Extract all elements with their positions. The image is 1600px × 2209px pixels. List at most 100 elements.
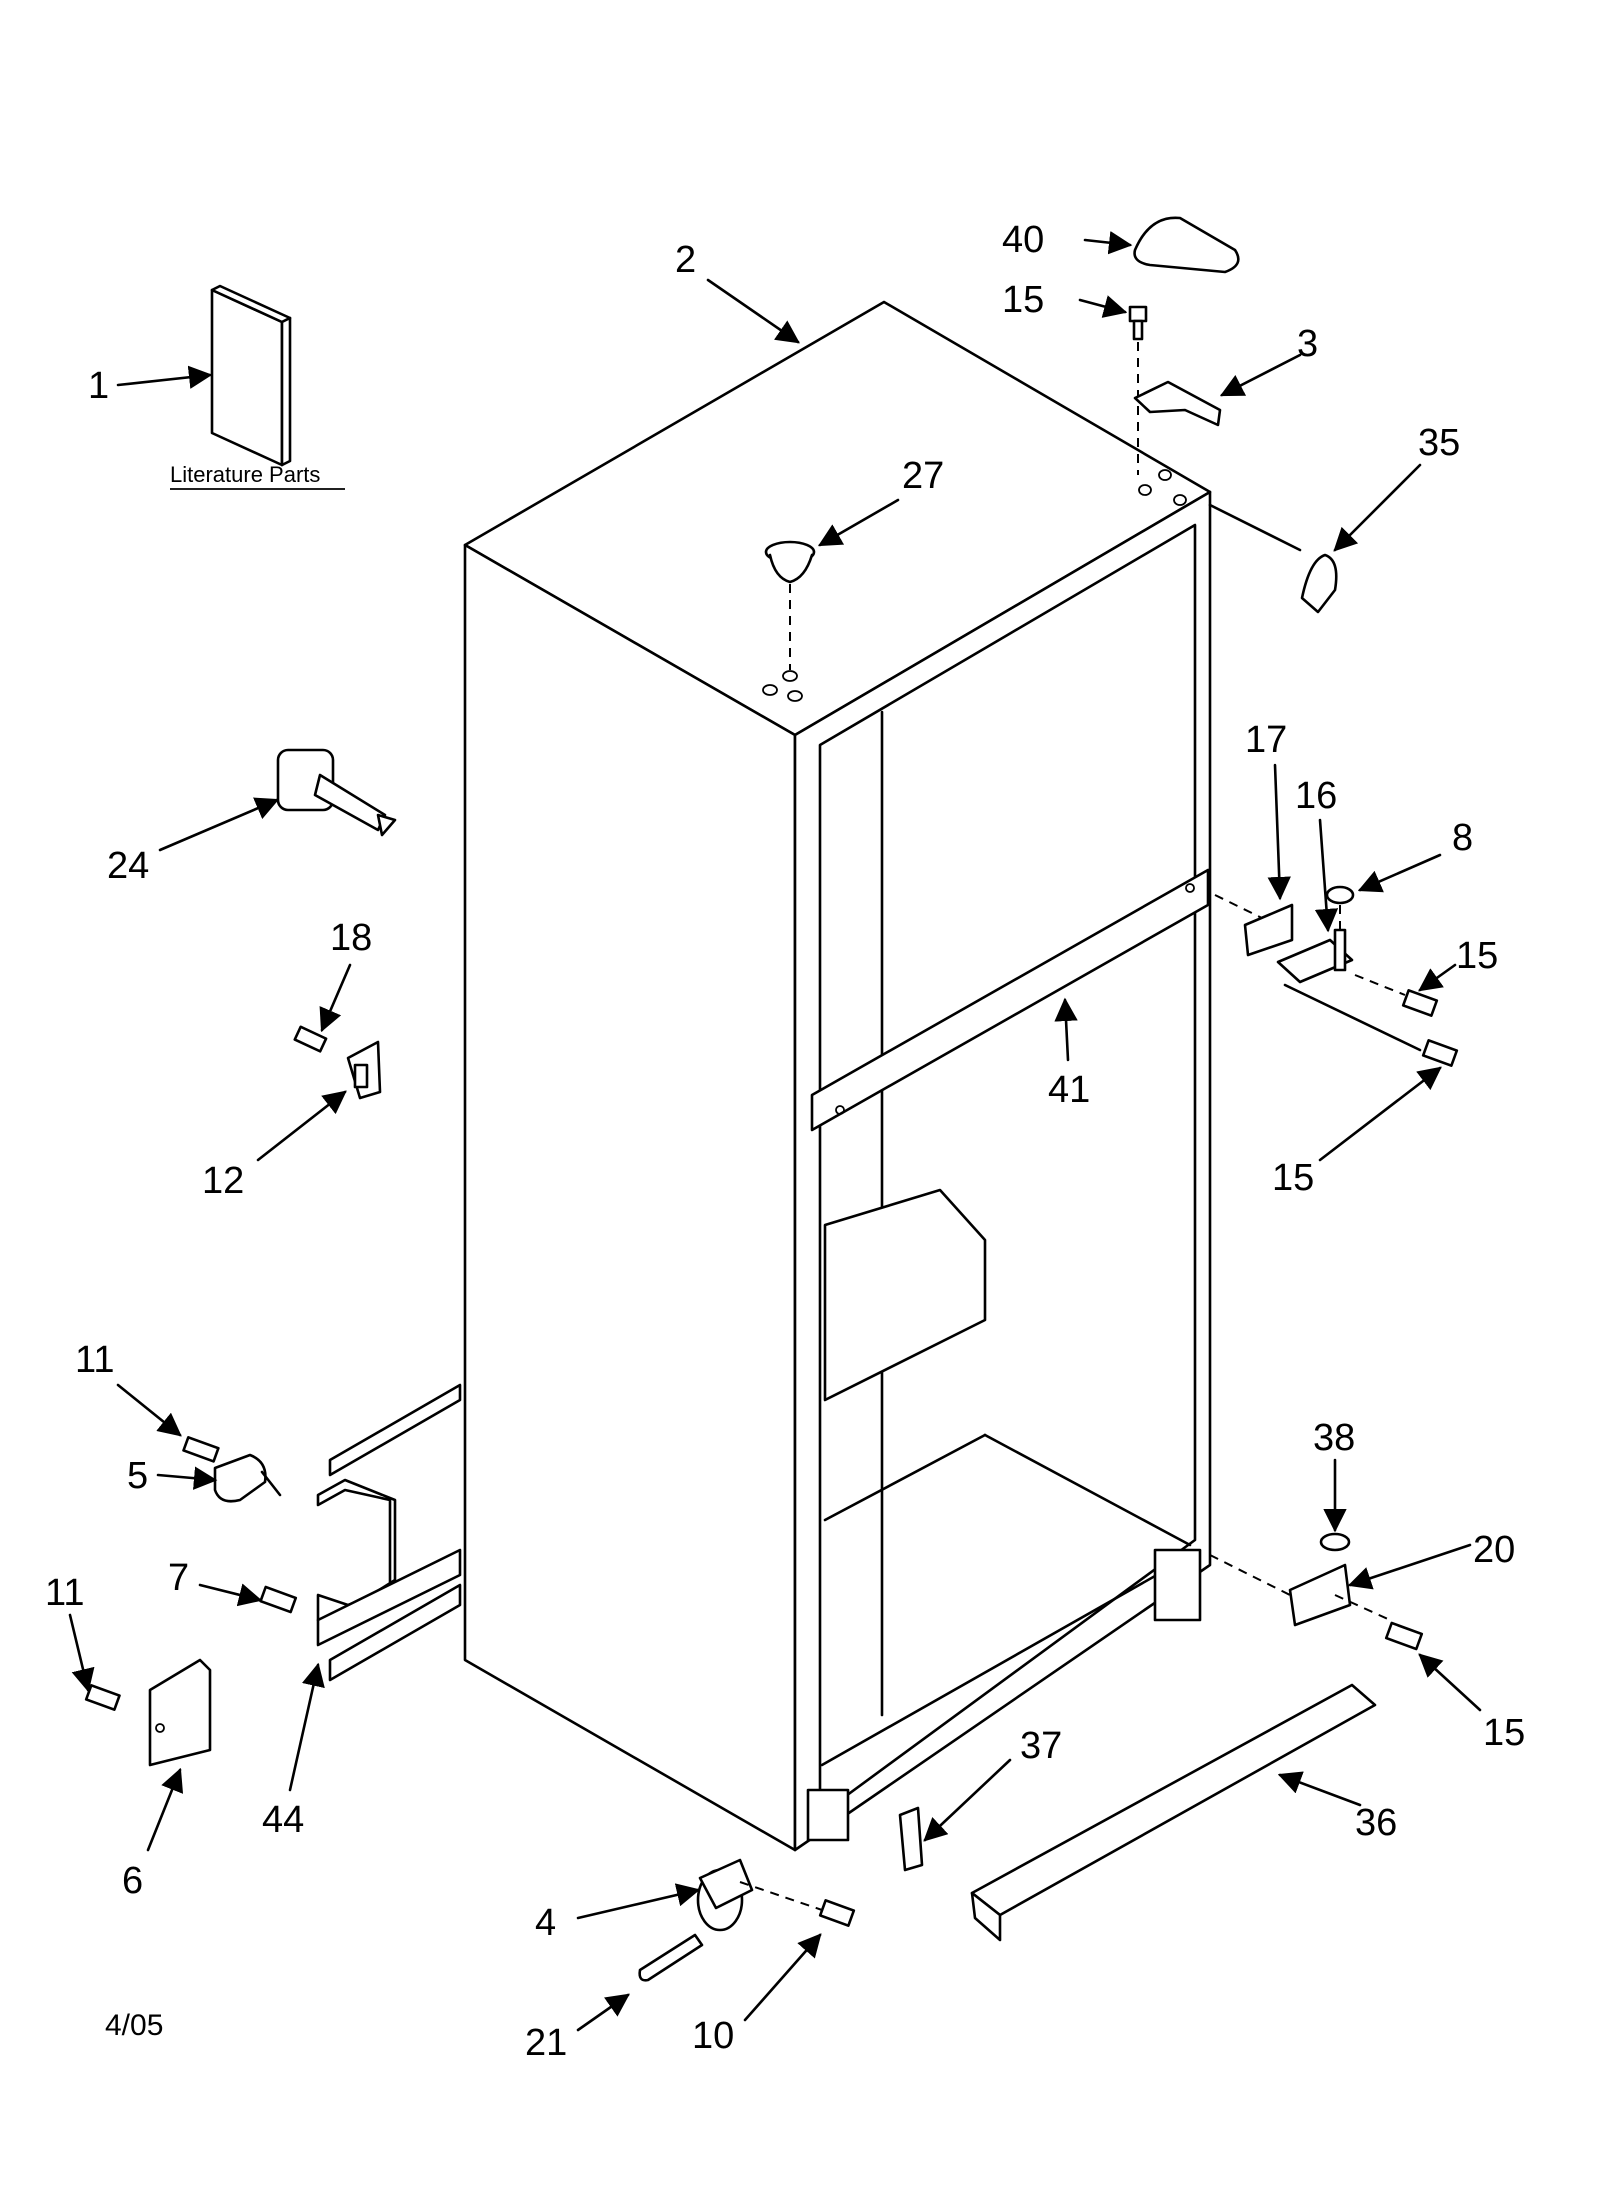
screw-guide-15c — [1283, 983, 1422, 1052]
callout-24: 24 — [107, 845, 149, 887]
callout-21: 21 — [525, 2022, 567, 2064]
callout-arrow-15a — [1078, 295, 1128, 318]
top-hole — [787, 690, 803, 702]
toe-grille-part — [970, 1683, 1377, 1942]
screw-path-15b — [1354, 974, 1406, 996]
callout-arrow-11a — [116, 1383, 182, 1437]
screw-part-15d — [1384, 1621, 1424, 1651]
callout-35: 35 — [1418, 422, 1460, 464]
hinge-bracket-17 — [1243, 903, 1294, 957]
door-stop-bracket-part — [346, 1040, 382, 1100]
callout-arrow-35 — [1333, 463, 1422, 552]
callout-15c: 15 — [1272, 1157, 1314, 1199]
screw-part-10 — [818, 1899, 856, 1927]
callout-arrow-15d — [1418, 1653, 1482, 1712]
callout-18: 18 — [330, 917, 372, 959]
callout-arrow-6 — [146, 1767, 184, 1852]
callout-arrow-40 — [1083, 231, 1133, 255]
hinge-shim-part — [1300, 553, 1338, 614]
door-stop-part — [276, 748, 397, 837]
divider-bar — [810, 868, 1210, 1132]
callout-arrow-15c — [1318, 1066, 1442, 1162]
plug-button-part — [764, 540, 816, 584]
callout-arrow-37 — [923, 1758, 1012, 1842]
callout-arrow-12 — [256, 1090, 347, 1162]
callout-11b: 11 — [45, 1572, 84, 1614]
callout-5: 5 — [127, 1455, 148, 1497]
screw-part-top — [1128, 305, 1148, 341]
callout-7: 7 — [168, 1557, 189, 1599]
cabinet-crisper-step — [823, 1188, 987, 1402]
callout-arrow-8 — [1357, 853, 1442, 893]
screw-part-15c — [1421, 1039, 1459, 1067]
callout-8: 8 — [1452, 817, 1473, 859]
roller-part — [696, 1858, 754, 1932]
callout-arrow-44 — [288, 1662, 325, 1792]
bottom-right-bracket — [1153, 1548, 1202, 1622]
callout-arrow-1 — [116, 365, 213, 389]
callout-27: 27 — [902, 455, 944, 497]
screw-part-18 — [293, 1025, 328, 1053]
callout-40: 40 — [1002, 219, 1044, 261]
callout-arrow-41 — [1054, 997, 1078, 1062]
washer-38 — [1319, 1532, 1351, 1552]
hinge-path-17 — [1214, 894, 1263, 919]
callout-15b: 15 — [1456, 935, 1498, 977]
refrigerator-cabinet — [463, 300, 1212, 1852]
top-hole — [782, 670, 798, 682]
callout-arrow-7 — [198, 1583, 263, 1607]
top-hole — [1173, 494, 1187, 506]
roller-path — [739, 1881, 823, 1911]
cabinet-floor-edge — [983, 1433, 1192, 1547]
callout-arrow-27 — [817, 498, 900, 547]
callout-arrow-17 — [1267, 763, 1291, 901]
callout-15a: 15 — [1002, 279, 1044, 321]
callout-arrow-3 — [1219, 353, 1302, 397]
cabinet-opening — [818, 523, 1197, 1817]
literature-label: Literature Parts — [170, 462, 320, 487]
kick-plate-hole — [155, 1723, 165, 1733]
callout-11a: 11 — [75, 1339, 114, 1381]
callout-1: 1 — [88, 365, 109, 407]
grille-clip-part — [898, 1806, 924, 1872]
washer-8 — [1325, 885, 1355, 905]
top-hole — [1158, 469, 1172, 481]
callout-arrow-5 — [156, 1466, 218, 1490]
divider-hole — [1185, 883, 1195, 893]
callout-3: 3 — [1297, 323, 1318, 365]
front-bracket-part — [316, 1383, 462, 1682]
callout-arrow-16 — [1314, 818, 1339, 933]
callout-arrow-4 — [576, 1883, 701, 1920]
top-hinge-part — [1133, 380, 1222, 427]
callout-37: 37 — [1020, 1725, 1062, 1767]
shim-guide-line — [1208, 503, 1302, 552]
callout-15d: 15 — [1483, 1712, 1525, 1754]
hinge-pin-16 — [1333, 928, 1347, 972]
callout-arrow-15b — [1418, 963, 1457, 992]
callout-arrow-2 — [706, 278, 800, 344]
clamp-guide-5 — [260, 1470, 282, 1497]
hinge-plate-16 — [1276, 938, 1354, 984]
screw-part-15b — [1401, 989, 1439, 1017]
literature-part — [210, 284, 292, 467]
callout-16: 16 — [1295, 775, 1337, 817]
hinge-cover-part — [1133, 216, 1240, 274]
callout-arrow-20 — [1347, 1543, 1472, 1590]
hinge-path-20 — [1209, 1554, 1291, 1596]
callout-arrow-18 — [319, 963, 352, 1033]
bottom-hinge-part-20 — [1288, 1563, 1352, 1627]
callout-arrow-36 — [1277, 1771, 1362, 1807]
callout-12: 12 — [202, 1160, 244, 1202]
callout-6: 6 — [122, 1860, 143, 1902]
cabinet-left-side — [463, 543, 797, 1852]
cabinet-bottom-rail — [820, 1553, 1194, 1767]
callout-arrow-24 — [158, 797, 280, 852]
callout-38: 38 — [1313, 1417, 1355, 1459]
screw-part-11a — [182, 1435, 220, 1463]
top-hole — [1138, 484, 1152, 496]
bottom-left-bracket — [806, 1788, 850, 1842]
divider-hole — [835, 1105, 845, 1115]
callout-arrow-11b — [68, 1613, 95, 1693]
screw-part-11b — [84, 1683, 121, 1711]
